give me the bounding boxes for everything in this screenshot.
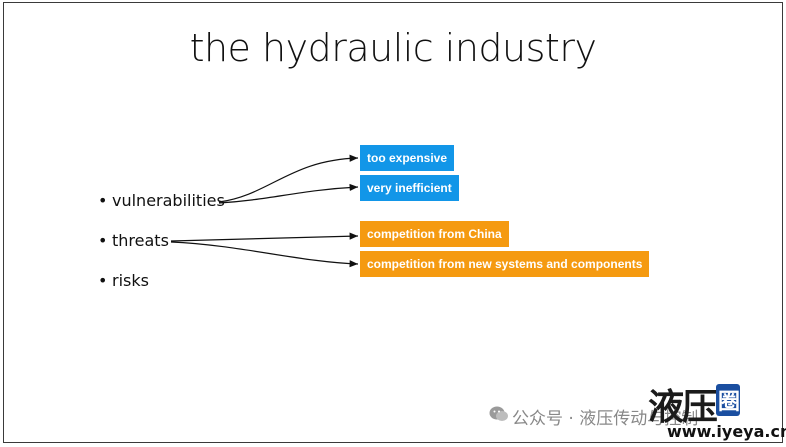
box-too-expensive: too expensive [360,145,455,171]
bullet-vulnerabilities: •vulnerabilities [98,191,225,210]
slide-title: the hydraulic industry [189,26,597,70]
box-label: very inefficient [367,181,452,195]
logo-badge: 圈 [716,384,740,416]
arrow-vuln-to-inefficient [218,183,359,204]
bullet-dot: • [98,191,108,210]
watermark-url: www.iyeya.cn [667,422,786,441]
bullet-label: risks [112,271,149,290]
arrow-threats-to-china [170,232,359,242]
watermark-caption: 公众号 · 液压传动与控制 [512,409,699,429]
bullet-dot: • [98,271,108,290]
bullet-dot: • [98,231,108,250]
wechat-icon [489,406,508,421]
box-competition-china: competition from China [360,221,509,247]
arrow-threats-to-newsystems [170,241,359,268]
arrow-vuln-to-expensive [218,154,359,203]
bullet-risks: •risks [98,271,149,290]
box-competition-new-systems: competition from new systems and compone… [360,251,650,277]
bullet-threats: •threats [98,231,169,250]
bullet-label: vulnerabilities [112,191,225,210]
logo-text: 液压 [648,387,718,428]
box-very-inefficient: very inefficient [360,175,459,201]
bullet-label: threats [112,231,169,250]
box-label: too expensive [367,151,448,165]
watermark-logo: 液压圈 [648,378,740,430]
box-label: competition from China [367,227,502,241]
box-label: competition from new systems and compone… [367,257,643,271]
